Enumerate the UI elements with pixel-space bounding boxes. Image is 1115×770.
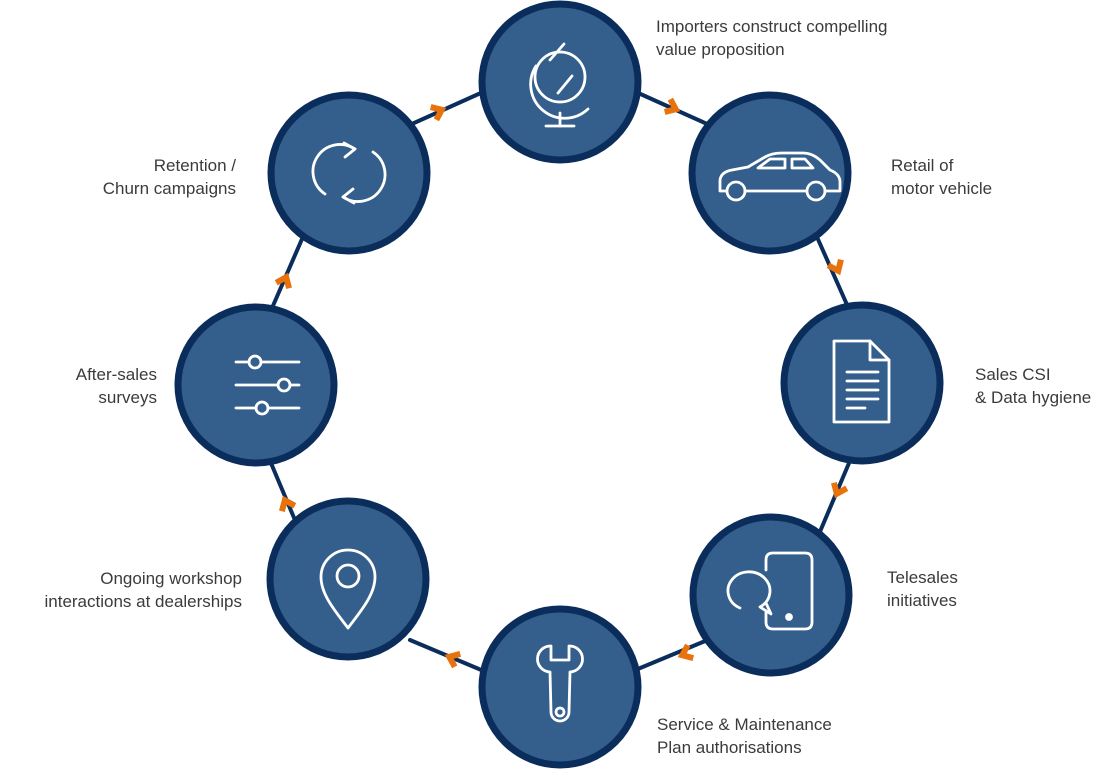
- chevron-arrow-icon: [444, 651, 462, 669]
- mobile-chat-icon: [726, 551, 814, 631]
- label-line: Sales CSI: [975, 365, 1051, 384]
- connector-line: [631, 637, 712, 673]
- arrows: [274, 97, 849, 669]
- wrench-icon: [536, 644, 584, 723]
- globe-icon: [529, 42, 590, 128]
- chevron-arrow-icon: [274, 272, 292, 290]
- label-line: After-sales: [75, 365, 157, 384]
- nodes: [174, 0, 944, 769]
- sliders-icon: [234, 354, 301, 416]
- chevron-arrow-icon: [279, 495, 297, 513]
- stage-node-3: [780, 301, 944, 465]
- label-line: Retention /: [153, 156, 236, 175]
- label-line: Retail of: [891, 156, 954, 175]
- chevron-arrow-icon: [677, 643, 695, 661]
- label-line: Importers construct compelling: [656, 17, 888, 36]
- label-line: interactions at dealerships: [44, 592, 242, 611]
- stage-label-5: Service & Maintenance Plan authorisation…: [657, 713, 832, 759]
- chevron-arrow-icon: [826, 258, 844, 276]
- label-line: initiatives: [887, 591, 957, 610]
- car-icon: [718, 151, 842, 202]
- label-line: surveys: [98, 388, 157, 407]
- stage-label-3: Sales CSI & Data hygiene: [975, 363, 1091, 409]
- label-line: value proposition: [656, 40, 785, 59]
- label-line: Plan authorisations: [657, 738, 802, 757]
- stage-node-2: [688, 91, 852, 255]
- stage-label-4: Telesales initiatives: [887, 566, 958, 612]
- chevron-arrow-icon: [429, 104, 447, 122]
- label-line: motor vehicle: [891, 179, 993, 198]
- document-icon: [832, 339, 891, 424]
- stage-label-2: Retail of motor vehicle: [891, 154, 992, 200]
- stage-label-6: Ongoing workshop interactions at dealers…: [44, 567, 242, 613]
- stage-node-8: [267, 91, 431, 255]
- refresh-cycle-icon: [311, 141, 387, 205]
- icons: [234, 42, 891, 723]
- stage-label-7: After-sales surveys: [76, 363, 157, 409]
- location-pin-icon: [319, 548, 377, 630]
- label-line: Churn campaigns: [102, 179, 236, 198]
- stage-label-8: Retention / Churn campaigns: [103, 154, 236, 200]
- chevron-arrow-icon: [831, 481, 849, 499]
- label-line: Service & Maintenance: [657, 715, 832, 734]
- stage-label-1: Importers construct compelling value pro…: [656, 15, 887, 61]
- chevron-arrow-icon: [663, 97, 681, 115]
- connector-line: [815, 235, 854, 318]
- label-line: & Data hygiene: [975, 388, 1092, 407]
- stage-node-1: [478, 0, 642, 164]
- stage-node-6: [266, 497, 430, 661]
- label-line: Telesales: [887, 568, 958, 587]
- stage-node-4: [689, 513, 853, 677]
- label-line: Ongoing workshop: [100, 569, 242, 588]
- stage-node-5: [478, 605, 642, 769]
